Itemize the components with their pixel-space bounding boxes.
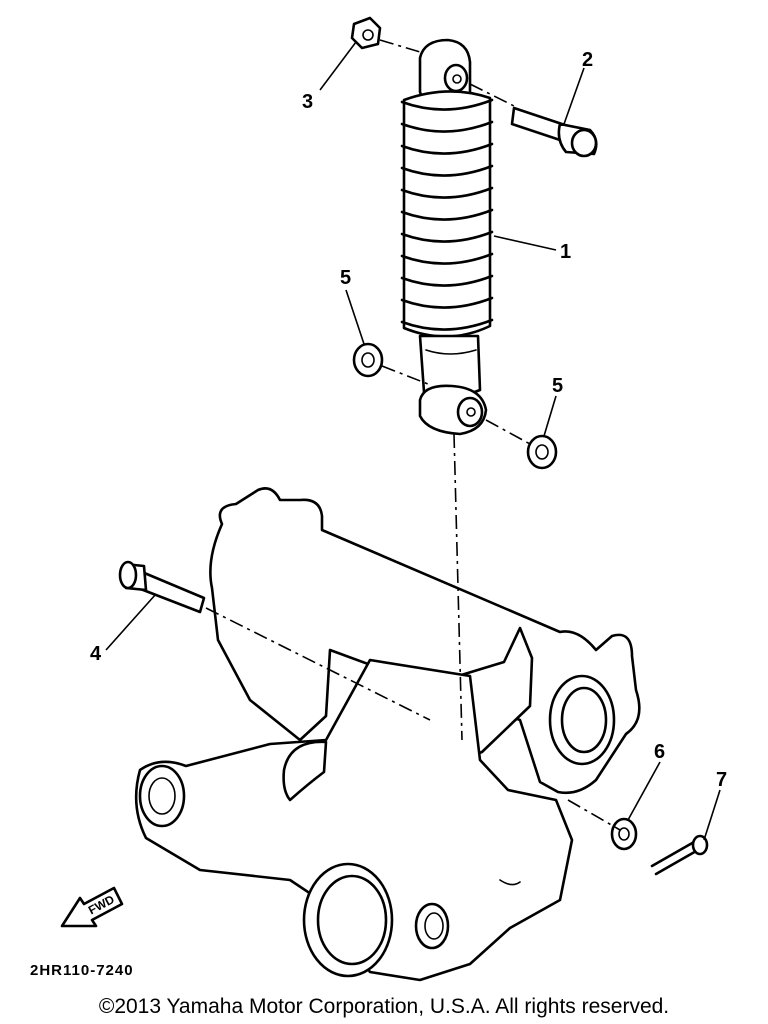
callout-7: 7 <box>716 769 727 791</box>
washer-6 <box>610 817 638 851</box>
callout-2: 2 <box>582 49 593 71</box>
callout-4: 4 <box>90 643 102 665</box>
callout-5-lower: 5 <box>552 375 563 397</box>
swingarm <box>134 487 641 982</box>
washer-upper <box>352 342 384 378</box>
callout-1: 1 <box>560 241 571 263</box>
callout-6: 6 <box>654 741 665 763</box>
upper-bolt <box>510 106 598 158</box>
leader-lines <box>105 41 721 841</box>
forward-arrow-icon: FWD <box>60 886 124 928</box>
callout-3: 3 <box>302 91 313 113</box>
parts-exploded-diagram: 1 2 3 4 5 5 6 7 FWD 2HR110-7240 <box>30 16 727 982</box>
assembly-centerlines <box>205 39 621 831</box>
copyright-notice: ©2013 Yamaha Motor Corporation, U.S.A. A… <box>98 995 670 1018</box>
cotter-pin <box>650 834 709 876</box>
upper-nut <box>350 16 382 50</box>
callout-5-upper: 5 <box>340 267 351 289</box>
pivot-bolt <box>118 560 206 614</box>
shock-absorber <box>400 38 494 436</box>
washer-lower <box>526 434 558 470</box>
diagram-part-code: 2HR110-7240 <box>30 962 134 979</box>
